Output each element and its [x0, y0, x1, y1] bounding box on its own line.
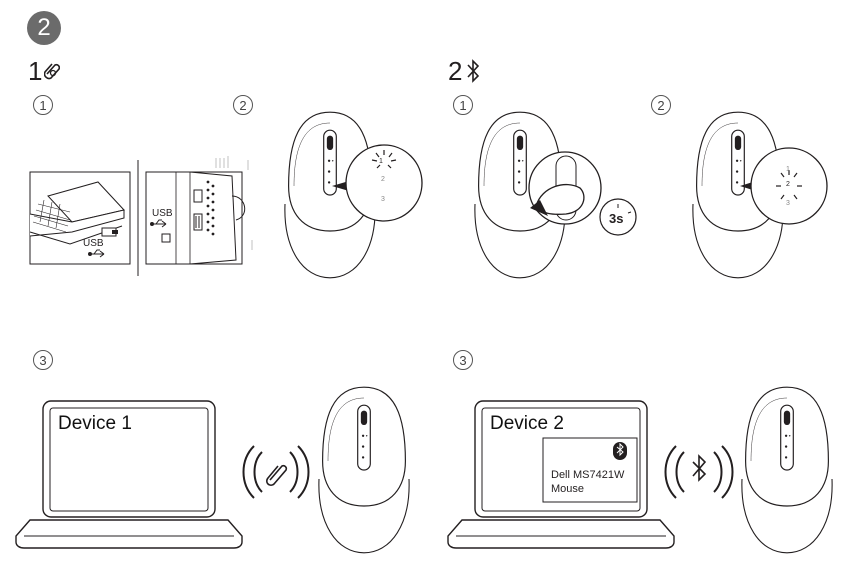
desktop-usb-label: USB: [152, 208, 173, 219]
laptop-device-2: [447, 400, 675, 549]
receiver-blink-icon: [371, 150, 397, 169]
receiver-substep-2: 2: [233, 95, 253, 115]
receiver-popup-channel-1: 1: [379, 158, 383, 165]
device-1-screen-title: Device 1: [58, 413, 132, 434]
bluetooth-substep-3: 3: [453, 350, 473, 370]
bluetooth-blink-icon: [776, 170, 802, 200]
receiver-section-number: 1: [28, 56, 43, 86]
laptop-device-1: [15, 400, 243, 549]
bluetooth-icon: [467, 59, 480, 83]
bluetooth-section-number: 2: [448, 56, 463, 86]
pair-dialog-device-type: Mouse: [551, 483, 585, 495]
receiver-link-icon: [44, 63, 60, 80]
usb-symbol-icon: [88, 249, 105, 258]
bluetooth-popup-channel-2: 2: [786, 181, 790, 188]
bluetooth-popup-channel-1: 1: [786, 166, 790, 173]
step-badge: 2: [27, 11, 61, 45]
receiver-substep-1: 1: [33, 95, 53, 115]
receiver-signal-waves: [242, 445, 310, 499]
bluetooth-substep-2: 2: [651, 95, 671, 115]
receiver-channel-popup: [345, 144, 423, 222]
bluetooth-signal-waves: [664, 445, 734, 499]
desktop-usb-illustration: [145, 156, 253, 265]
device-2-screen-title: Device 2: [490, 413, 564, 434]
laptop-usb-label: USB: [83, 238, 104, 249]
hold-time-label: 3s: [609, 211, 624, 226]
bluetooth-popup-channel-3: 3: [786, 200, 790, 207]
bluetooth-channel-popup: [750, 147, 828, 225]
laptop-usb-illustration: [29, 171, 131, 265]
pair-dialog-device-name[interactable]: Dell MS7421W: [551, 469, 625, 481]
timer-icon: [599, 198, 637, 236]
receiver-popup-channel-3: 3: [381, 196, 385, 203]
receiver-substep-3: 3: [33, 350, 53, 370]
bluetooth-substep-1: 1: [453, 95, 473, 115]
receiver-popup-channel-2: 2: [381, 176, 385, 183]
